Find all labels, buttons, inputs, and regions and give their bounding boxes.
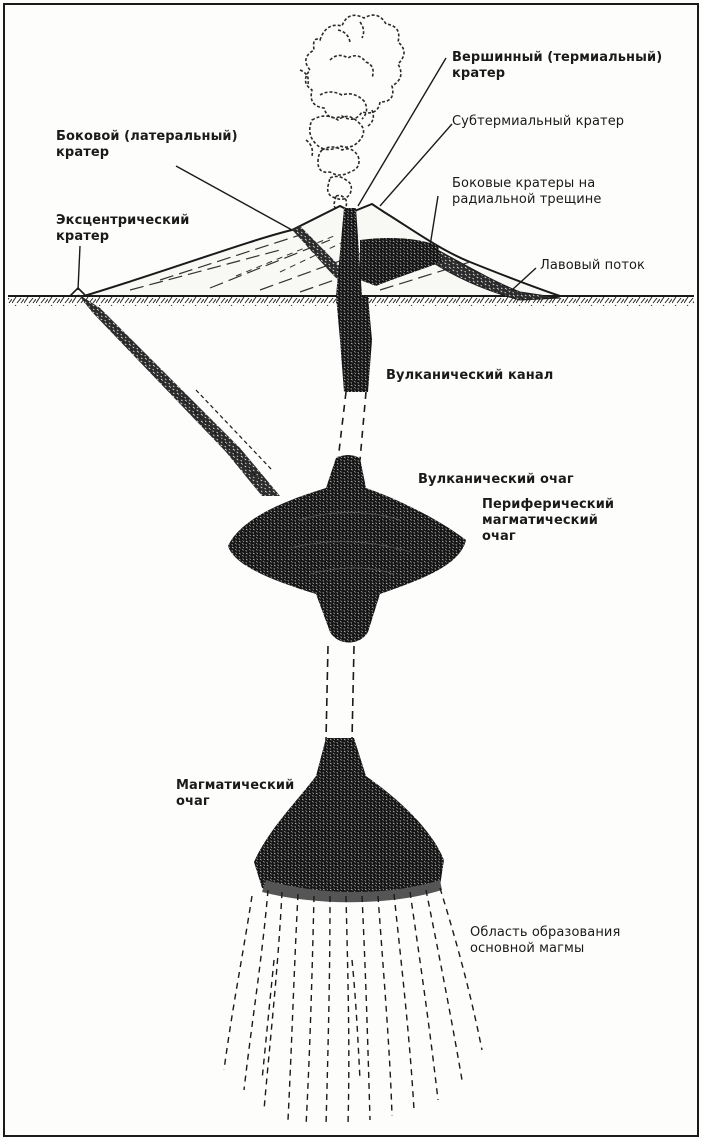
magma-generation-zone [224, 888, 482, 1126]
lower-conduit-dashed [326, 646, 354, 740]
label-summit-crater-line-2: кратер [452, 66, 662, 82]
label-eccentric-crater: Эксцентрический кратер [56, 213, 189, 245]
eccentric-crater-conduit [70, 288, 280, 496]
label-magma-chamber: Магматический очаг [176, 778, 294, 810]
eruption-cloud [300, 15, 404, 210]
label-lateral-crater: Боковой (латеральный) кратер [56, 129, 238, 161]
label-basic-magma-zone: Область образования основной магмы [470, 925, 620, 957]
label-summit-crater-line-1: Вершинный (термиальный) [452, 50, 662, 66]
label-subterminal-crater: Субтермиальный кратер [452, 114, 624, 130]
label-lava-flow: Лавовый поток [540, 258, 645, 274]
label-peripheral-chamber: Периферический магматический очаг [482, 497, 614, 545]
volcanic-conduit-upper [336, 296, 372, 392]
label-volcanic-conduit: Вулканический канал [386, 368, 553, 384]
label-radial-fissure-craters: Боковые кратеры на радиальной трещине [452, 176, 601, 208]
label-volcanic-focus: Вулканический очаг [418, 472, 574, 488]
volcanic-conduit-dashed [338, 392, 366, 460]
label-summit-crater: Вершинный (термиальный) кратер [452, 50, 662, 82]
deep-magma-chamber [254, 738, 444, 902]
